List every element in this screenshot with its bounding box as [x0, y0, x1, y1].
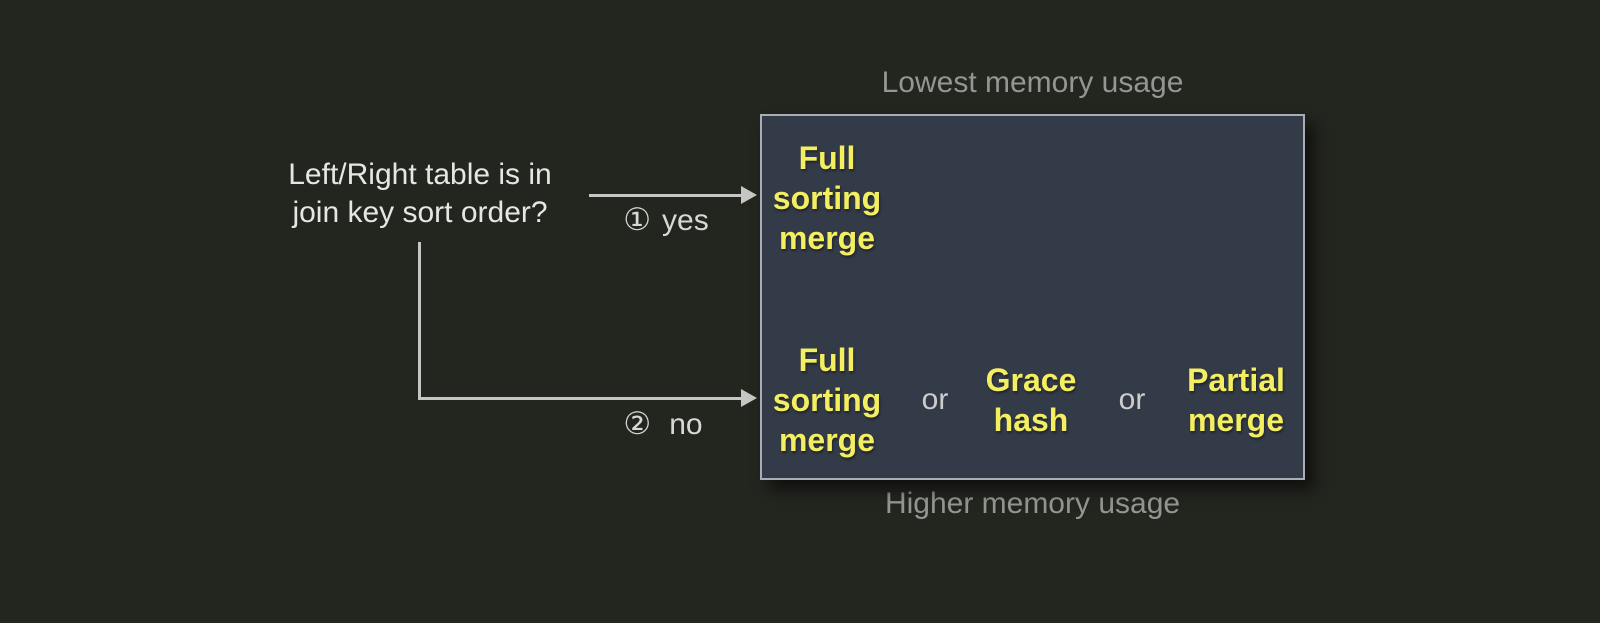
connector-yes-line [589, 194, 744, 197]
question-text: Left/Right table is in join key sort ord… [240, 156, 600, 232]
branch-no-text: no [669, 408, 703, 441]
algorithm-full-sorting-merge-unsorted: Full sorting merge [772, 342, 882, 458]
caption-higher-memory: Higher memory usage [884, 487, 1181, 520]
question-line-2: join key sort order? [292, 196, 548, 229]
algorithms-box: Full sorting merge Full sorting merge or… [760, 114, 1305, 480]
question-line-1: Left/Right table is in [288, 158, 552, 191]
branch-yes-text: yes [662, 204, 709, 237]
circled-one-icon: ① [623, 202, 652, 237]
algorithm-full-sorting-merge-sorted: Full sorting merge [772, 140, 882, 256]
connector-no-line [418, 397, 744, 400]
branch-label-yes: ① yes [596, 202, 736, 238]
algorithm-partial-merge: Partial merge [1187, 362, 1285, 438]
algorithm-grace-hash: Grace hash [985, 362, 1077, 438]
circled-two-icon: ② [623, 406, 652, 441]
connector-vertical-line [418, 242, 421, 398]
arrow-right-icon [741, 389, 757, 407]
or-separator: or [921, 383, 949, 416]
or-separator: or [1118, 383, 1146, 416]
branch-label-no: ② no [593, 406, 733, 442]
arrow-right-icon [741, 186, 757, 204]
caption-lowest-memory: Lowest memory usage [881, 66, 1184, 99]
